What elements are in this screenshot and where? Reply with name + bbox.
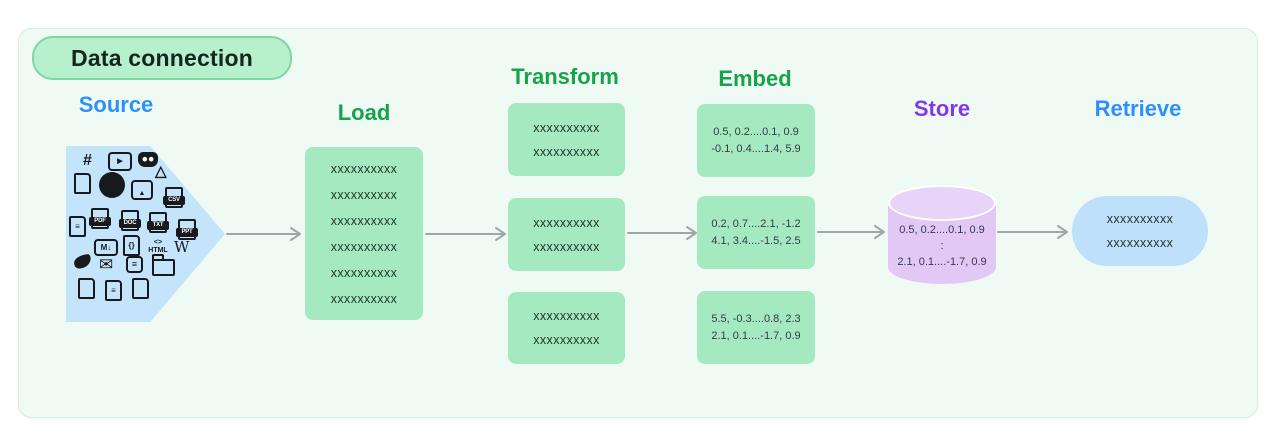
retrieve-line: xxxxxxxxxx [1106,236,1174,250]
embed-vector-line: 0.5, 0.2....0.1, 0.9 [713,125,799,138]
title-badge: Data connection [32,36,292,80]
embed-box-2: 0.2, 0.7....2.1, -1.2 4.1, 3.4....-1.5, … [697,196,815,269]
embed-vector-line: 4.1, 3.4....-1.5, 2.5 [711,234,801,247]
cylinder-top [888,185,996,221]
data-connection-panel [18,28,1258,418]
github-icon [99,172,125,198]
store-vector-separator: : [940,240,944,252]
image-icon: ▲ [131,180,153,200]
transform-line: xxxxxxxxxx [533,215,600,230]
csv-file-icon: CSV [163,187,185,208]
embed-box-1: 0.5, 0.2....0.1, 0.9 -0.1, 0.4....1.4, 5… [697,104,815,177]
discord-icon [138,152,158,167]
doc-file-icon: DOC [119,210,141,231]
email-icon: ✉ [99,255,114,274]
transform-box-2: xxxxxxxxxx xxxxxxxxxx [508,198,625,271]
folder-icon [152,254,175,276]
load-line: xxxxxxxxxx [330,161,398,176]
transform-label: Transform [511,64,619,89]
embed-vector-line: 0.2, 0.7....2.1, -1.2 [711,217,801,230]
retrieve-line: xxxxxxxxxx [1106,212,1174,226]
load-line: xxxxxxxxxx [330,291,398,306]
transform-box-1: xxxxxxxxxx xxxxxxxxxx [508,103,625,176]
txt-file-icon: TXT [147,212,169,233]
document-icon: ≡ [69,216,86,237]
transform-box-3: xxxxxxxxxx xxxxxxxxxx [508,292,625,364]
store-database-cylinder: 0.5, 0.2....0.1, 0.9 : 2.1, 0.1....-1.7,… [888,185,996,284]
document-icon-2: ≡ [105,280,122,301]
load-line: xxxxxxxxxx [330,239,398,254]
load-label: Load [337,100,391,125]
title-text: Data connection [71,44,253,71]
store-vector-line: 0.5, 0.2....0.1, 0.9 [899,224,985,236]
store-vectors: 0.5, 0.2....0.1, 0.9 : 2.1, 0.1....-1.7,… [888,215,996,277]
embed-box-3: 5.5, -0.3....0.8, 2.3 2.1, 0.1....-1.7, … [697,291,815,364]
embed-label: Embed [718,66,792,91]
transform-line: xxxxxxxxxx [533,239,600,254]
transform-line: xxxxxxxxxx [533,309,600,323]
youtube-icon: ▶ [108,152,132,171]
embed-vector-line: 5.5, -0.3....0.8, 2.3 [711,312,801,325]
google-drive-icon: △ [155,163,167,180]
file-icon [74,173,91,194]
load-line: xxxxxxxxxx [330,187,398,202]
load-line: xxxxxxxxxx [330,265,398,280]
store-label: Store [913,96,971,121]
notion-icon: ≡ [126,256,143,273]
load-box: xxxxxxxxxx xxxxxxxxxx xxxxxxxxxx xxxxxxx… [305,147,423,320]
html-icon: <> HTML [148,239,168,254]
source-label: Source [78,92,154,117]
file-icon-2 [78,278,95,299]
file-icon-3 [132,278,149,299]
json-file-icon: {} [123,235,140,256]
pdf-file-icon: PDF [89,208,111,229]
markdown-icon: M↓ [94,239,118,256]
retrieve-label: Retrieve [1094,96,1182,121]
retrieve-result-pill: xxxxxxxxxx xxxxxxxxxx [1072,196,1208,266]
ppt-file-icon: PPT [176,219,198,240]
wikipedia-icon: W [174,238,190,256]
transform-line: xxxxxxxxxx [533,144,600,159]
slack-icon: # [83,152,92,169]
store-vector-line: 2.1, 0.1....-1.7, 0.9 [897,256,987,268]
transform-line: xxxxxxxxxx [533,333,600,347]
twitter-icon [73,253,92,270]
load-line: xxxxxxxxxx [330,213,398,228]
embed-vector-line: -0.1, 0.4....1.4, 5.9 [711,142,801,155]
transform-line: xxxxxxxxxx [533,120,600,135]
embed-vector-line: 2.1, 0.1....-1.7, 0.9 [711,329,801,342]
